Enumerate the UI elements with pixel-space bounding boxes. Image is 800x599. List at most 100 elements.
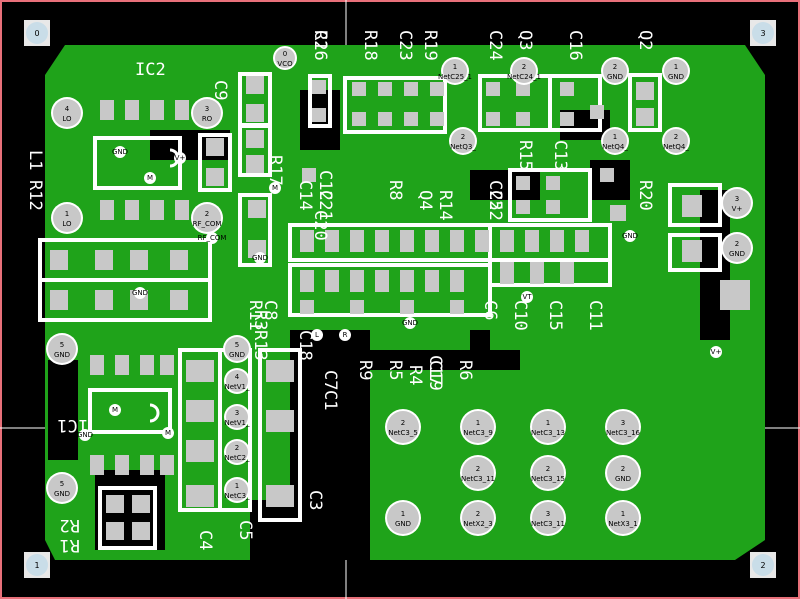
pad-net-label: NetV1_ xyxy=(224,383,250,391)
silk-label: C15 xyxy=(545,300,565,331)
silk-label: C19 xyxy=(425,360,445,391)
through-hole-pads: 0VCO4LO3RO1LO2RF_COM5GND5GND5GND1NetC25_… xyxy=(46,46,753,536)
pad-lo-top[interactable]: 4LO xyxy=(51,97,83,129)
pad-net-label: NetV1_ xyxy=(224,419,250,427)
smd-label-9: GND xyxy=(622,230,638,242)
pad-ro[interactable]: 3RO xyxy=(191,97,223,129)
pad-rf-com[interactable]: 2RF_COM xyxy=(191,202,223,234)
silk-label: C1 xyxy=(320,390,340,410)
silk-label: C8 xyxy=(260,300,280,320)
corner-markers: 0 3 1 2 xyxy=(24,20,776,578)
pad-net-label: NetQ3_ xyxy=(450,143,476,151)
pad-net-label: GND xyxy=(729,250,745,258)
corner-marker-0: 0 xyxy=(24,20,50,46)
silk-label: R14 xyxy=(435,190,455,221)
smd-label-text: VT xyxy=(522,293,532,301)
smd-label-text: RF_COM xyxy=(198,234,227,242)
pad-number: 1 xyxy=(674,63,678,71)
smd-label-15: RF_COM xyxy=(198,232,227,244)
smd-label-3: GND xyxy=(252,252,268,264)
smd-label-text: V+ xyxy=(711,348,722,356)
silk-label: R18 xyxy=(360,30,380,61)
pad-net-label: NetQ4_ xyxy=(663,143,689,151)
silk-label: R9 xyxy=(355,360,375,380)
silk-label: IC1 xyxy=(57,415,88,435)
pad-net-label: RO xyxy=(202,115,213,123)
silk-label: C7 xyxy=(320,370,340,390)
pad-vplus-right[interactable]: 3V+ xyxy=(721,187,753,219)
pad-net-label: NetC3_15 xyxy=(531,475,565,483)
pad-number: 3 xyxy=(735,195,739,203)
pad-net-label: NetC3_16 xyxy=(606,429,641,437)
smd-label-14: M xyxy=(162,427,174,439)
silk-label: IC2 xyxy=(135,60,166,80)
silk-label: C24 xyxy=(485,30,505,61)
smd-label-11: GND xyxy=(132,287,148,299)
pad-lo-mid[interactable]: 1LO xyxy=(51,202,83,234)
pad-number: 2 xyxy=(476,510,480,518)
pad-number: 1 xyxy=(235,482,239,490)
smd-label-2: V+ xyxy=(174,152,186,164)
pad-number: 5 xyxy=(60,480,64,488)
pad-number: 2 xyxy=(674,133,678,141)
silk-label: Q3 xyxy=(515,30,535,50)
silkscreen-outlines xyxy=(38,72,722,550)
pad-net-label: VCO xyxy=(277,60,293,68)
silk-label: C20 xyxy=(310,210,330,241)
pad-net-label: NetX3_1 xyxy=(608,520,638,528)
pad-net-label: RF_COM xyxy=(193,220,222,228)
pad-number: 1 xyxy=(453,63,457,71)
silk-label: C18 xyxy=(295,330,315,361)
corner-number: 2 xyxy=(760,561,765,570)
silk-label: R6 xyxy=(455,360,475,380)
silk-label: C17 xyxy=(425,355,445,386)
smd-label-text: M xyxy=(112,406,118,414)
silk-label: C4 xyxy=(195,530,215,550)
silk-label: Q2 xyxy=(635,30,655,50)
vt-square-pad[interactable] xyxy=(720,280,750,310)
silk-label: R17 xyxy=(265,155,285,186)
pad-number: 1 xyxy=(401,510,405,518)
smd-label-7: GND xyxy=(402,317,418,329)
pad-number: 2 xyxy=(401,419,405,427)
smd-label-12: M xyxy=(109,404,121,416)
pad-net-label: GND xyxy=(395,520,411,528)
smd-label-text: V+ xyxy=(175,154,186,162)
silk-label: R16 xyxy=(310,30,330,61)
silk-label: C23 xyxy=(395,30,415,61)
pad-net-label: NetC3_ xyxy=(224,492,250,500)
pad-number: 2 xyxy=(205,210,209,218)
smd-label-1: M xyxy=(144,172,156,184)
smd-label-text: GND xyxy=(77,431,93,439)
pad-net-label: NetX2_3 xyxy=(463,520,493,528)
